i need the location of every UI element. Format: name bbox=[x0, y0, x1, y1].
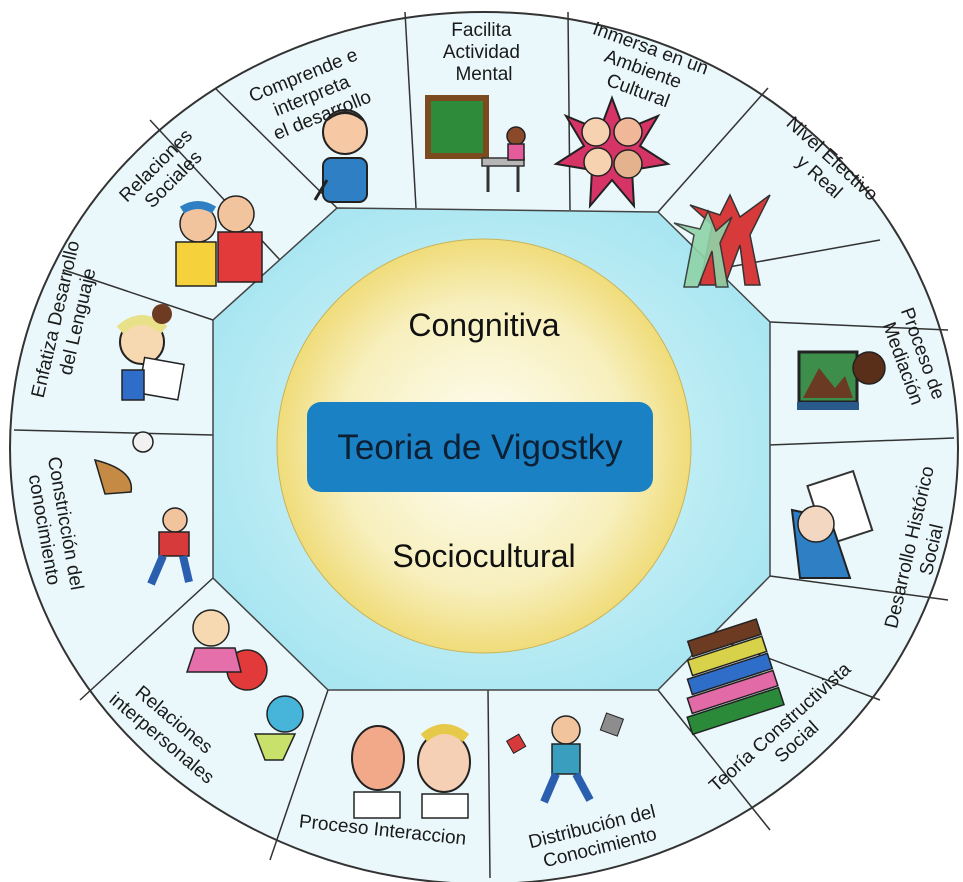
person-with-painting-icon bbox=[797, 350, 886, 410]
segment-divider bbox=[657, 87, 769, 213]
segment-divider bbox=[214, 87, 338, 209]
old-man-reading-icon bbox=[790, 469, 874, 579]
segment-divider bbox=[657, 689, 771, 831]
segment-divider bbox=[13, 429, 214, 436]
person-reading-book-icon bbox=[116, 304, 185, 401]
juggling-boy-icon bbox=[505, 712, 625, 804]
teacher-pointing-icon bbox=[313, 109, 368, 203]
segment-divider bbox=[769, 575, 949, 601]
sociocultural-label: Sociocultural bbox=[392, 538, 575, 574]
title-box bbox=[307, 402, 653, 492]
segment-divider bbox=[487, 689, 491, 879]
group-of-faces-icon bbox=[553, 95, 671, 209]
stack-of-books-icon bbox=[686, 618, 785, 736]
segment-illustrations bbox=[93, 95, 886, 819]
two-friends-icon bbox=[175, 195, 263, 287]
segment-label-facilita: Facilita Actividad Mental bbox=[443, 20, 525, 85]
segment-divider bbox=[269, 689, 329, 861]
cognitive-label: Congnitiva bbox=[408, 307, 559, 343]
three-women-icon bbox=[185, 609, 304, 761]
segment-divider bbox=[769, 321, 949, 331]
kid-throwing-ball-icon bbox=[93, 431, 193, 586]
segment-dividers bbox=[13, 11, 955, 879]
colored-figures-icon bbox=[673, 193, 771, 288]
student-at-blackboard-icon bbox=[425, 95, 526, 192]
segment-divider bbox=[404, 11, 417, 209]
segment-divider bbox=[711, 239, 881, 271]
segment-divider bbox=[79, 577, 214, 701]
segment-divider bbox=[567, 11, 571, 211]
segment-divider bbox=[63, 269, 214, 321]
diagram-title: Teoria de Vigostky bbox=[337, 428, 623, 467]
two-men-talking-icon bbox=[351, 724, 471, 819]
